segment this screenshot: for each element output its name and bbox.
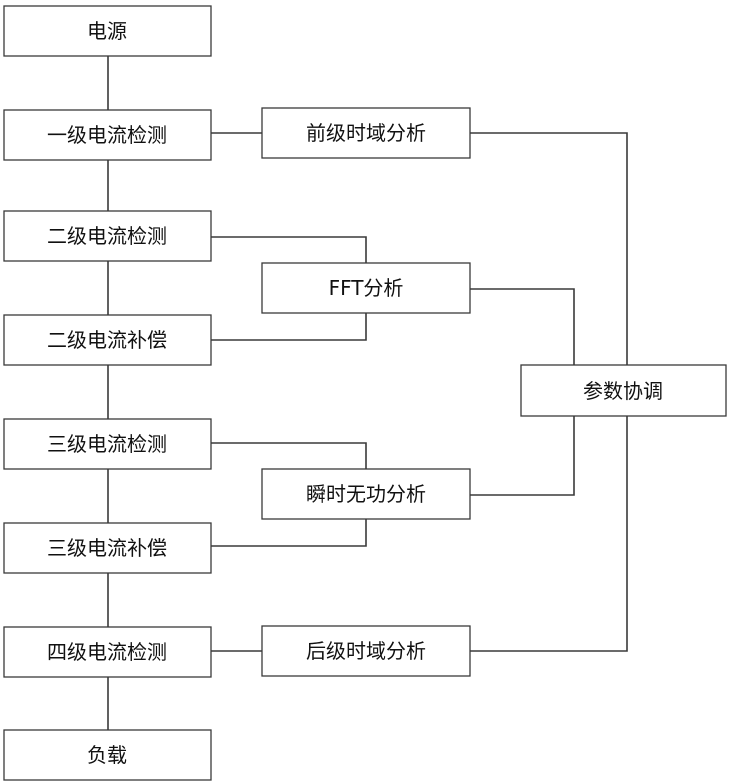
node-pre-stage-analysis: 前级时域分析 <box>262 108 470 158</box>
node-power-supply: 电源 <box>4 6 211 56</box>
node-post-stage-analysis-label: 后级时域分析 <box>306 639 426 663</box>
node-fft-analysis-label: FFT分析 <box>329 276 404 300</box>
node-level3-current-detect-label: 三级电流检测 <box>47 432 167 456</box>
node-level1-current-detect-label: 一级电流检测 <box>47 123 167 147</box>
node-pre-stage-analysis-label: 前级时域分析 <box>306 121 426 145</box>
edge-fft-to-coordination <box>470 289 574 365</box>
node-level1-current-detect: 一级电流检测 <box>4 110 211 160</box>
node-level3-current-detect: 三级电流检测 <box>4 419 211 469</box>
edge-level3-detect-to-reactive <box>211 443 366 469</box>
node-level2-current-compensate: 二级电流补偿 <box>4 315 211 365</box>
edge-fft-to-level2-compensate <box>211 313 366 340</box>
edge-reactive-to-level3-compensate <box>211 519 366 546</box>
edge-coordination-to-reactive <box>470 416 574 495</box>
node-reactive-analysis: 瞬时无功分析 <box>262 469 470 519</box>
node-parameter-coordination-label: 参数协调 <box>583 379 663 403</box>
node-level2-current-detect-label: 二级电流检测 <box>47 224 167 248</box>
node-level3-current-compensate-label: 三级电流补偿 <box>47 536 167 560</box>
node-post-stage-analysis: 后级时域分析 <box>262 626 470 676</box>
edge-coordination-to-post-analysis <box>470 416 627 651</box>
edge-pre-analysis-to-coordination <box>470 133 627 365</box>
edge-level2-detect-to-fft <box>211 237 366 263</box>
node-load: 负载 <box>4 730 211 780</box>
node-parameter-coordination: 参数协调 <box>521 365 726 416</box>
node-fft-analysis: FFT分析 <box>262 263 470 313</box>
node-level2-current-detect: 二级电流检测 <box>4 211 211 261</box>
node-power-supply-label: 电源 <box>87 19 127 43</box>
node-reactive-analysis-label: 瞬时无功分析 <box>306 482 426 506</box>
node-level4-current-detect-label: 四级电流检测 <box>47 640 167 664</box>
node-level4-current-detect: 四级电流检测 <box>4 627 211 677</box>
node-load-label: 负载 <box>87 743 127 767</box>
node-level3-current-compensate: 三级电流补偿 <box>4 523 211 573</box>
node-level2-current-compensate-label: 二级电流补偿 <box>47 328 167 352</box>
